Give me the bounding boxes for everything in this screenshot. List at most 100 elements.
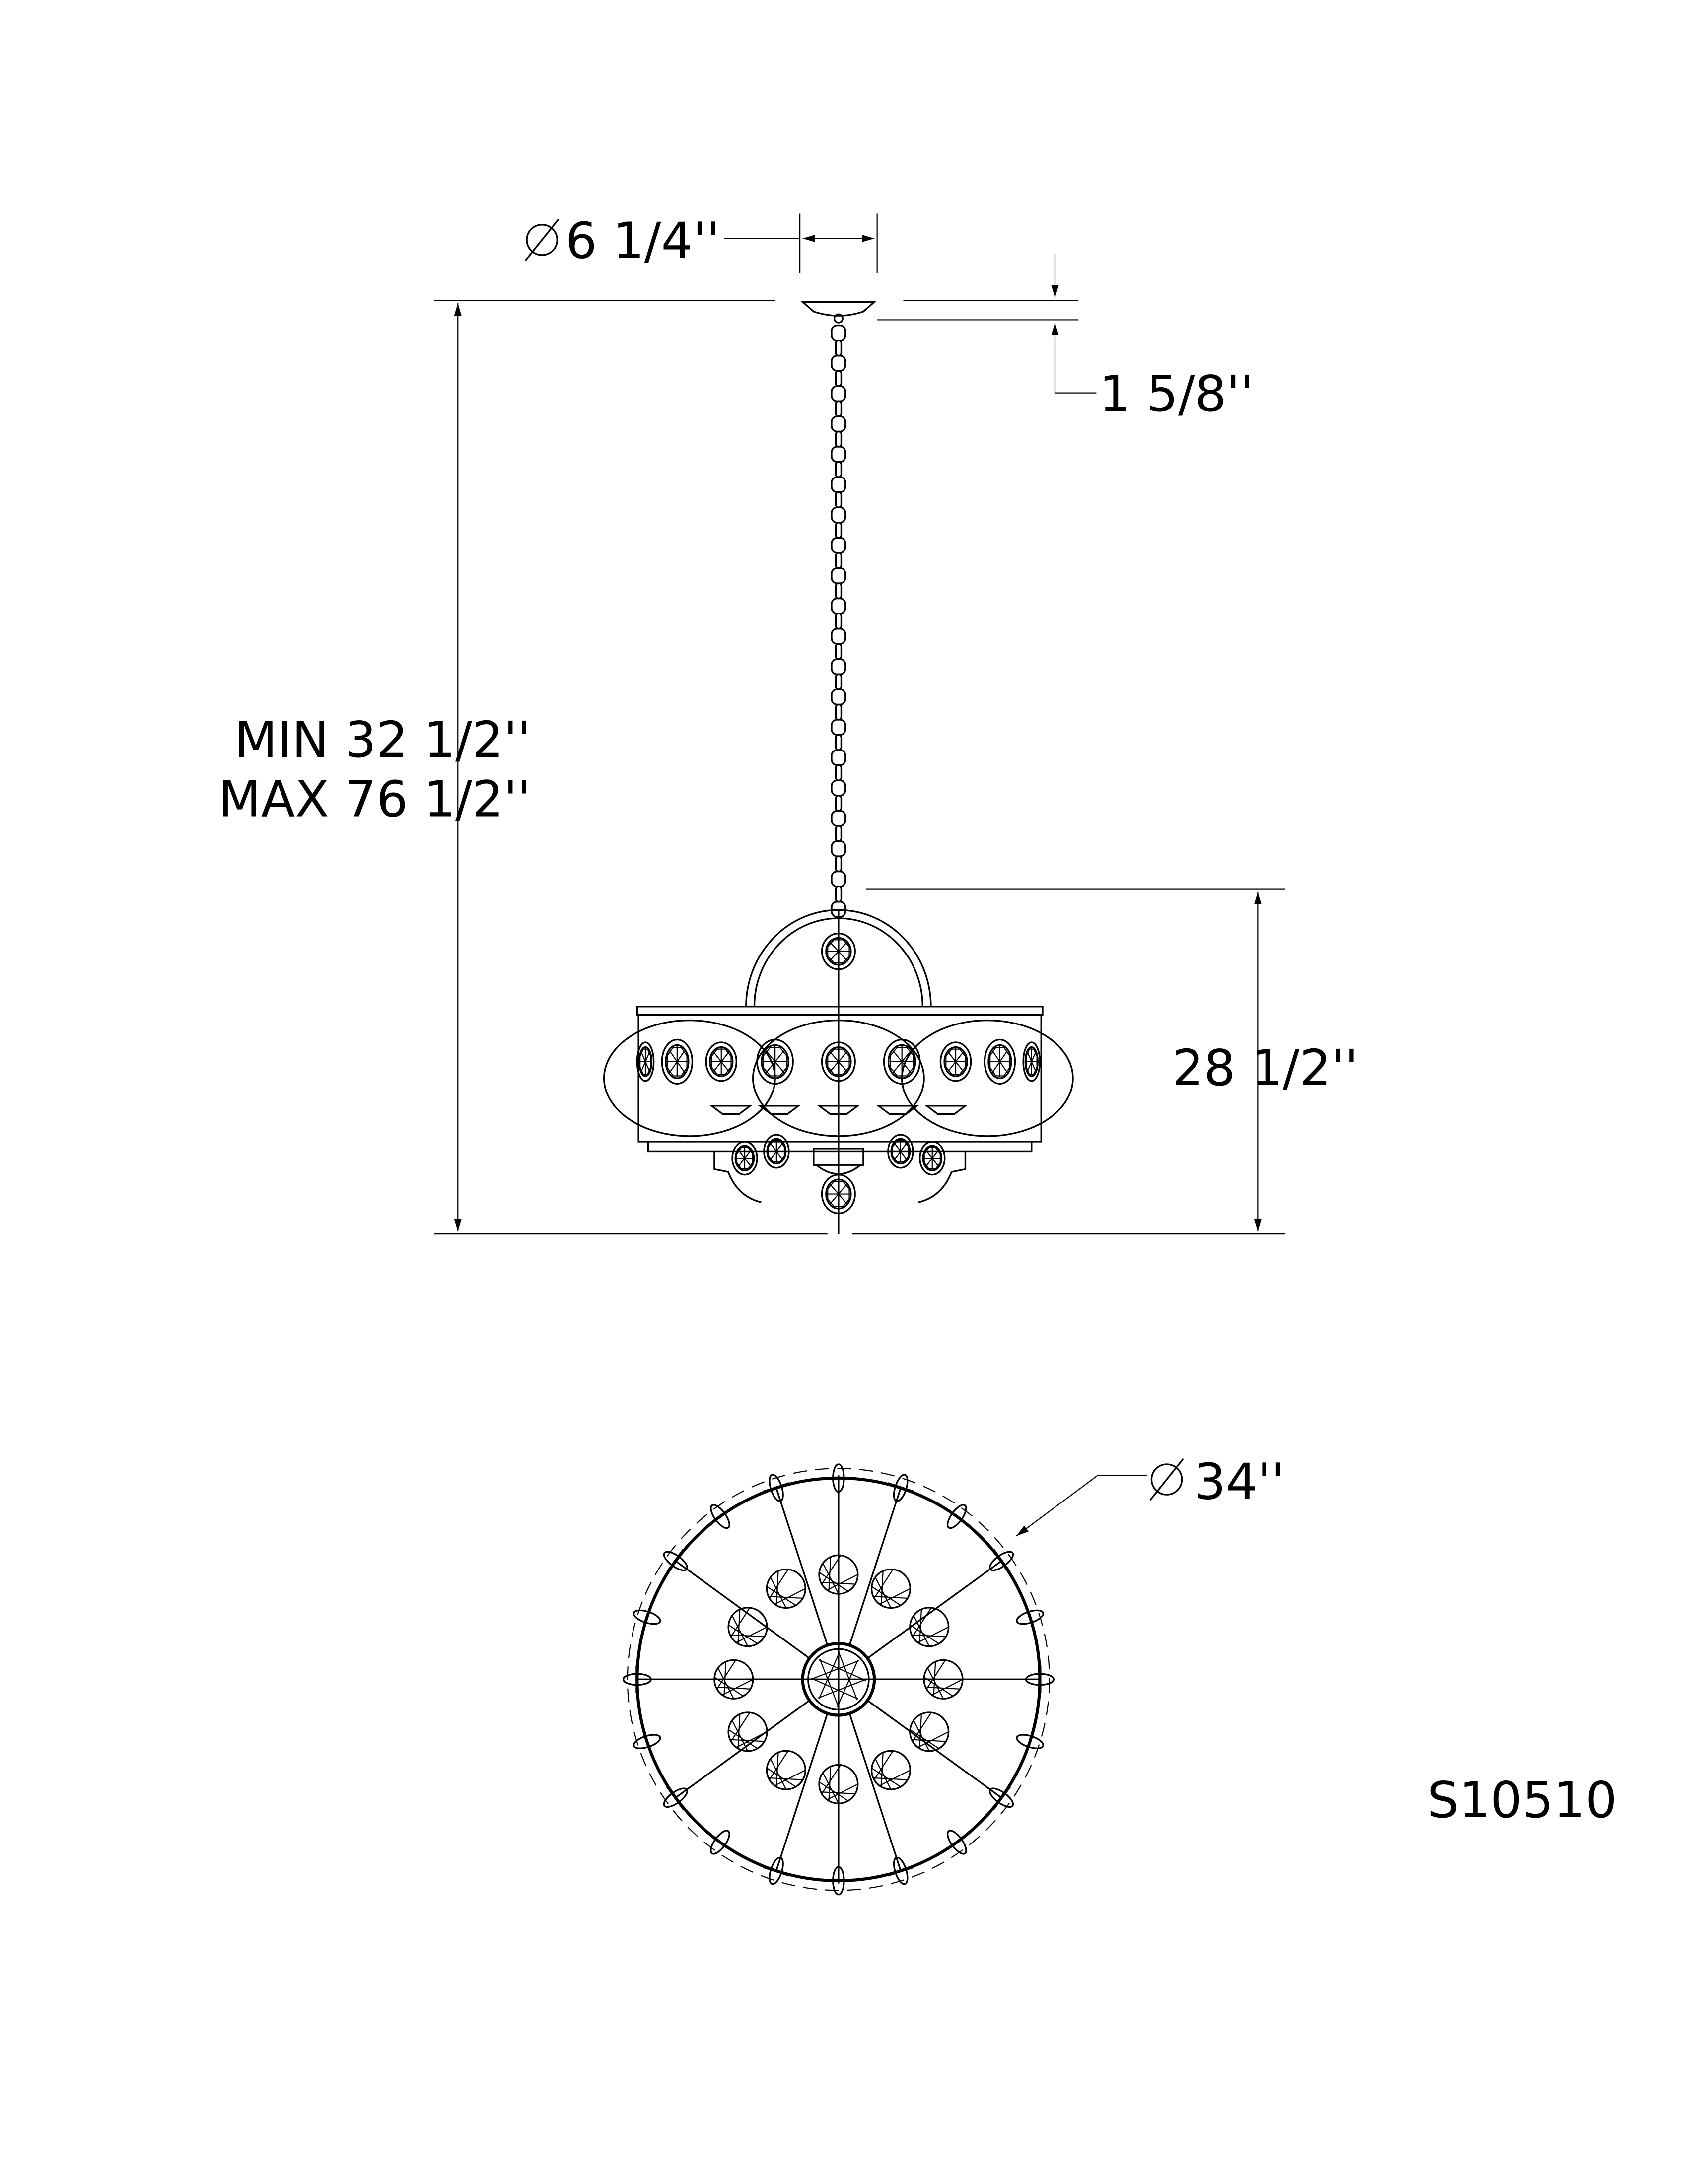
crystal-facet-line xyxy=(1027,1052,1037,1072)
canopy-diameter-label: 6 1/4'' xyxy=(565,211,720,270)
crystal-facet-line xyxy=(873,1596,908,1599)
candle-cup xyxy=(924,1105,968,1115)
chain-link xyxy=(831,415,846,433)
crystal-ring xyxy=(636,1041,655,1082)
overall-max-label: MAX 76 1/2'' xyxy=(218,770,531,828)
hub-facet-line xyxy=(837,1659,859,1707)
crystal-facet-line xyxy=(731,1615,749,1647)
crystal-facet xyxy=(945,1048,966,1075)
chain-link xyxy=(831,749,846,766)
crystal-medallion xyxy=(731,1141,758,1176)
fixture-diameter-dimension: 34'' xyxy=(1016,1452,1285,1537)
crystal-facet-line xyxy=(730,1634,765,1638)
chain-link xyxy=(831,810,846,827)
chain-link xyxy=(831,779,846,797)
chain-link xyxy=(835,703,843,721)
crystal-facet-line xyxy=(830,942,847,961)
fixture-elevation xyxy=(603,909,1074,1234)
plan-crystal xyxy=(713,1659,754,1700)
crystal-ring xyxy=(734,1145,755,1171)
crystal-medallion xyxy=(763,1134,790,1169)
hub-facet-line xyxy=(810,1677,858,1700)
perimeter-crystal xyxy=(633,1609,661,1625)
chain-link xyxy=(831,719,846,736)
hub-facet-line xyxy=(819,1659,866,1681)
crystal-facet-line xyxy=(640,1052,650,1072)
crystal-facet-line xyxy=(880,1752,884,1787)
crystal-ring xyxy=(825,937,852,966)
crystal-facet-line xyxy=(822,1563,839,1594)
fixture-height-dimension: 28 1/2'' xyxy=(866,888,1358,1231)
chain-link xyxy=(835,795,843,812)
crystal-facet-line xyxy=(830,1184,847,1204)
crystal-medallion xyxy=(705,1041,737,1082)
crystal-facet-line xyxy=(713,1051,729,1072)
canopy-diameter-dimension: 6 1/4'' xyxy=(525,211,878,273)
drum-scroll-arc xyxy=(752,1019,925,1137)
crystal-facet xyxy=(989,1047,1010,1077)
plan-arm xyxy=(775,1488,828,1644)
canopy xyxy=(800,301,877,324)
crystal-facet-line xyxy=(873,1750,894,1780)
crystal-facet-line xyxy=(912,1607,932,1637)
overall-height-dimension: MIN 32 1/2'' MAX 76 1/2'' xyxy=(218,303,531,1231)
chain-link xyxy=(831,597,846,614)
crystal-facet-line xyxy=(821,1581,855,1585)
crystal-ring xyxy=(665,1044,690,1079)
chain-link xyxy=(835,340,843,357)
chain-link xyxy=(831,567,846,584)
crystal-facet-line xyxy=(925,1150,939,1167)
crystal-facet-line xyxy=(775,1570,779,1606)
crystal-facet-line xyxy=(910,1729,939,1749)
crystal-facet xyxy=(827,1048,850,1075)
plan-crystal xyxy=(909,1607,950,1647)
plan-arm-tip xyxy=(666,1785,685,1810)
perimeter-crystal xyxy=(769,1856,784,1885)
plan-arm-tip xyxy=(887,1482,914,1494)
crystal-facet-line xyxy=(879,1588,911,1605)
crystal-medallion xyxy=(821,932,856,970)
plan-arm-tip xyxy=(992,1549,1011,1573)
crystal-facet-line xyxy=(730,1712,751,1742)
crystal-medallion xyxy=(939,1041,972,1082)
perimeter-crystal xyxy=(832,1866,845,1896)
chain-link xyxy=(831,355,846,372)
chain-link xyxy=(835,491,843,508)
hub-facet-line xyxy=(818,1651,841,1700)
crystal-outline xyxy=(766,1568,806,1609)
crystal-medallion xyxy=(821,1174,856,1215)
perimeter-crystal xyxy=(893,1474,909,1502)
perimeter-crystal xyxy=(832,1463,845,1493)
perimeter-crystal xyxy=(769,1474,784,1502)
plan-arm xyxy=(849,1488,902,1644)
crystal-facet-line xyxy=(875,1577,892,1608)
plan-crystal xyxy=(870,1750,911,1790)
crystal-facet-line xyxy=(913,1615,930,1647)
crystal-facet-line xyxy=(736,1626,768,1643)
crystal-ring xyxy=(661,1038,694,1085)
crystal-facet-line xyxy=(873,1777,908,1780)
crystal-outline xyxy=(870,1750,911,1790)
perimeter-crystal xyxy=(988,1787,1014,1808)
crystal-facet-line xyxy=(731,1720,749,1752)
crystal-ring xyxy=(821,932,856,970)
crystal-ring xyxy=(821,1041,856,1082)
crystal-facet-line xyxy=(917,1626,949,1643)
candle-cup xyxy=(876,1105,920,1115)
crystal-facet-line xyxy=(894,1143,908,1160)
crystal-facet-line xyxy=(770,1143,783,1160)
candle-cup xyxy=(709,1105,753,1115)
crystal-facet-line xyxy=(774,1770,806,1786)
crystal-facet-line xyxy=(873,1569,894,1599)
crystal-facet xyxy=(827,1181,850,1207)
crystal-facet-line xyxy=(716,1687,751,1690)
crystal-facet-line xyxy=(923,1677,954,1697)
crystal-facet-line xyxy=(770,1758,787,1790)
crystal-medallion xyxy=(984,1038,1016,1085)
crystal-facet-line xyxy=(767,1586,796,1606)
chain-link xyxy=(835,430,843,448)
perimeter-crystal xyxy=(1016,1734,1044,1749)
crystal-facet xyxy=(639,1048,651,1075)
plan-arm-tip xyxy=(666,1549,685,1573)
chain-link xyxy=(831,385,846,402)
